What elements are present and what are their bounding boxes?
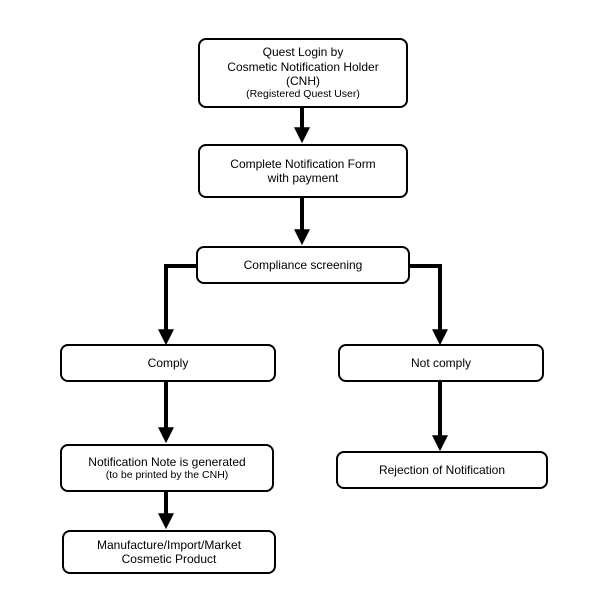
node-not-comply: Not comply	[338, 344, 544, 382]
node-not-comply-label: Not comply	[410, 355, 472, 370]
node-notification-form-line1: Complete Notification Form	[230, 156, 376, 171]
node-manufacture-import-market: Manufacture/Import/Market Cosmetic Produ…	[62, 530, 276, 574]
node-notification-form: Complete Notification Form with payment	[198, 144, 408, 198]
node-quest-login-line1: Quest Login by	[262, 45, 344, 60]
arrow-screening-to-comply	[158, 264, 196, 346]
node-rejection-label: Rejection of Notification	[378, 462, 506, 477]
node-quest-login-line2: Cosmetic Notification Holder	[227, 59, 379, 74]
node-rejection: Rejection of Notification	[336, 451, 548, 489]
arrow-screening-to-not-comply	[410, 264, 448, 346]
node-manufacture-line1: Manufacture/Import/Market	[96, 537, 242, 552]
node-quest-login-line4: (Registered Quest User)	[246, 88, 360, 101]
node-notification-note-line1: Notification Note is generated	[88, 454, 246, 469]
node-manufacture-line2: Cosmetic Product	[121, 552, 217, 566]
node-compliance-screening: Compliance screening	[196, 246, 410, 284]
node-notification-note-line2: (to be printed by the CNH)	[105, 468, 229, 481]
node-quest-login: Quest Login by Cosmetic Notification Hol…	[198, 38, 408, 108]
node-notification-note: Notification Note is generated (to be pr…	[60, 444, 274, 492]
node-notification-form-line2: with payment	[267, 171, 339, 185]
node-comply-label: Comply	[147, 355, 189, 370]
node-compliance-screening-label: Compliance screening	[243, 257, 363, 272]
node-quest-login-line3: (CNH)	[286, 73, 320, 88]
node-comply: Comply	[60, 344, 276, 382]
